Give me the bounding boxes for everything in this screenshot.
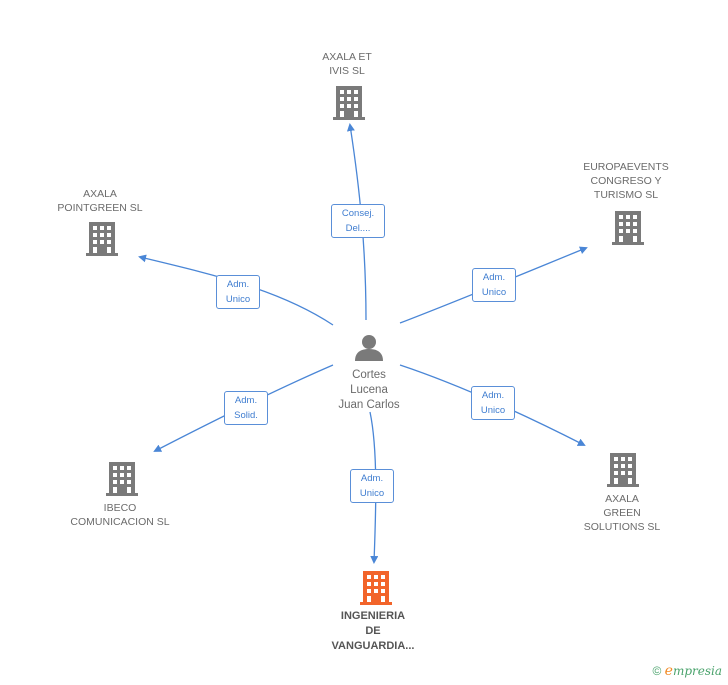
brand-logo: empresia bbox=[664, 663, 722, 679]
footer-brand[interactable]: © empresia bbox=[652, 663, 722, 679]
building-icon[interactable] bbox=[86, 222, 118, 256]
role-badge-ibeco: Adm. Solid. bbox=[224, 391, 268, 425]
person-name[interactable]: Cortes Lucena Juan Carlos bbox=[338, 369, 400, 411]
building-icon[interactable] bbox=[106, 462, 138, 496]
company-label-axala-green[interactable]: AXALA GREEN SOLUTIONS SL bbox=[583, 493, 661, 533]
copyright-icon: © bbox=[652, 664, 662, 678]
company-label-europaevents[interactable]: EUROPAEVENTS CONGRESO Y TURISMO SL bbox=[583, 161, 669, 201]
building-icon[interactable] bbox=[360, 571, 392, 605]
building-icon[interactable] bbox=[333, 86, 365, 120]
role-badge-axala-green: Adm. Unico bbox=[471, 386, 515, 420]
company-label-axala-et-ivis[interactable]: AXALA ET IVIS SL bbox=[322, 51, 372, 77]
role-badge-axala-et-ivis: Consej. Del.... bbox=[331, 204, 385, 238]
company-label-axala-pointgreen[interactable]: AXALA POINTGREEN SL bbox=[57, 188, 143, 214]
company-label-ibeco[interactable]: IBECO COMUNICACION SL bbox=[70, 502, 170, 528]
building-icon[interactable] bbox=[612, 211, 644, 245]
role-badge-ingenieria: Adm. Unico bbox=[350, 469, 394, 503]
company-label-ingenieria[interactable]: INGENIERIA DE VANGUARDIA... bbox=[331, 610, 415, 652]
role-badge-europaevents: Adm. Unico bbox=[472, 268, 516, 302]
role-badge-axala-pointgreen: Adm. Unico bbox=[216, 275, 260, 309]
person-icon[interactable] bbox=[355, 335, 383, 361]
building-icon[interactable] bbox=[607, 453, 639, 487]
